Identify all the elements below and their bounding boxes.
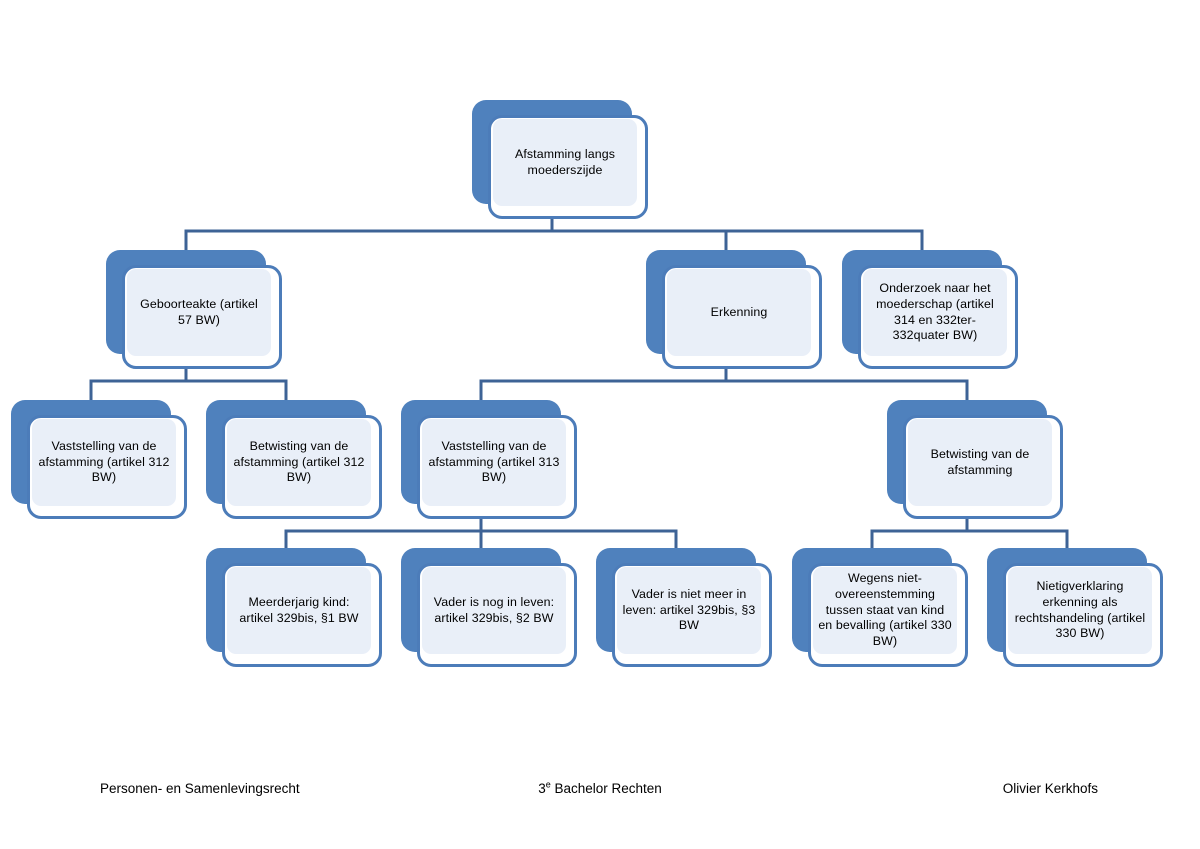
footer-program-text: Bachelor Rechten <box>550 781 662 796</box>
node-label: Nietigverklaring erkenning als rechtshan… <box>1014 578 1146 641</box>
node-label: Meerderjarig kind: artikel 329bis, §1 BW <box>239 594 359 625</box>
connector-vaststelling-313 <box>284 517 678 550</box>
footer-program-number: 3 <box>538 781 546 796</box>
node-card: Onderzoek naar het moederschap (artikel … <box>858 265 1018 369</box>
node-root: Afstamming langs moederszijde <box>472 100 648 219</box>
footer-program: 3e Bachelor Rechten <box>0 779 1200 796</box>
node-vaststelling-313: Vaststelling van de afstamming (artikel … <box>401 400 577 519</box>
footer-course-title: Personen- en Samenlevingsrecht <box>100 781 300 796</box>
footer-program-superscript: e <box>545 779 551 790</box>
node-panel: Betwisting van de afstamming (artikel 31… <box>227 419 371 506</box>
node-label: Betwisting van de afstamming (artikel 31… <box>233 438 365 485</box>
node-card: Vaststelling van de afstamming (artikel … <box>27 415 187 519</box>
node-label: Vaststelling van de afstamming (artikel … <box>38 438 170 485</box>
node-card: Betwisting van de afstamming <box>903 415 1063 519</box>
node-vaststelling-312: Vaststelling van de afstamming (artikel … <box>11 400 187 519</box>
node-panel: Nietigverklaring erkenning als rechtshan… <box>1008 567 1152 654</box>
node-nietigverklaring: Nietigverklaring erkenning als rechtshan… <box>987 548 1163 667</box>
node-panel: Erkenning <box>667 269 811 356</box>
node-card: Betwisting van de afstamming (artikel 31… <box>222 415 382 519</box>
node-label: Betwisting van de afstamming <box>930 446 1030 477</box>
connector-betwisting-afstamming <box>870 517 1069 550</box>
node-label: Onderzoek naar het moederschap (artikel … <box>876 280 994 343</box>
node-card: Vader is niet meer in leven: artikel 329… <box>612 563 772 667</box>
node-label: Erkenning <box>710 304 768 319</box>
node-geboorteakte: Geboorteakte (artikel 57 BW) <box>106 250 282 369</box>
footer-author: Olivier Kerkhofs <box>1002 781 1098 796</box>
node-card: Erkenning <box>662 265 822 369</box>
node-onderzoek: Onderzoek naar het moederschap (artikel … <box>842 250 1018 369</box>
node-panel: Wegens niet-overeenstemming tussen staat… <box>813 567 957 654</box>
node-card: Afstamming langs moederszijde <box>488 115 648 219</box>
connector-erkenning <box>479 367 969 402</box>
node-betwisting-afstamming: Betwisting van de afstamming <box>887 400 1063 519</box>
node-label: Wegens niet-overeenstemming tussen staat… <box>818 570 952 649</box>
node-label: Vaststelling van de afstamming (artikel … <box>428 438 560 485</box>
connector-geboorteakte <box>89 367 288 402</box>
node-label: Vader is niet meer in leven: artikel 329… <box>622 586 756 633</box>
node-panel: Vaststelling van de afstamming (artikel … <box>32 419 176 506</box>
node-label: Afstamming langs moederszijde <box>514 146 616 177</box>
node-card: Vader is nog in leven: artikel 329bis, §… <box>417 563 577 667</box>
node-panel: Vader is niet meer in leven: artikel 329… <box>617 567 761 654</box>
node-panel: Onderzoek naar het moederschap (artikel … <box>863 269 1007 356</box>
node-vader-niet-meer-in-leven: Vader is niet meer in leven: artikel 329… <box>596 548 772 667</box>
node-card: Geboorteakte (artikel 57 BW) <box>122 265 282 369</box>
node-card: Vaststelling van de afstamming (artikel … <box>417 415 577 519</box>
node-panel: Geboorteakte (artikel 57 BW) <box>127 269 271 356</box>
node-vader-nog-in-leven: Vader is nog in leven: artikel 329bis, §… <box>401 548 577 667</box>
node-card: Meerderjarig kind: artikel 329bis, §1 BW <box>222 563 382 667</box>
node-panel: Vaststelling van de afstamming (artikel … <box>422 419 566 506</box>
node-label: Geboorteakte (artikel 57 BW) <box>140 296 258 327</box>
node-label: Vader is nog in leven: artikel 329bis, §… <box>433 594 555 625</box>
node-betwisting-312: Betwisting van de afstamming (artikel 31… <box>206 400 382 519</box>
connector-root <box>184 217 924 252</box>
node-erkenning: Erkenning <box>646 250 822 369</box>
node-card: Nietigverklaring erkenning als rechtshan… <box>1003 563 1163 667</box>
node-panel: Vader is nog in leven: artikel 329bis, §… <box>422 567 566 654</box>
page-footer: Personen- en Samenlevingsrecht 3e Bachel… <box>0 779 1200 801</box>
node-panel: Afstamming langs moederszijde <box>493 119 637 206</box>
node-meerderjarig-kind: Meerderjarig kind: artikel 329bis, §1 BW <box>206 548 382 667</box>
node-wegens-niet-overeenstemming: Wegens niet-overeenstemming tussen staat… <box>792 548 968 667</box>
node-panel: Betwisting van de afstamming <box>908 419 1052 506</box>
node-panel: Meerderjarig kind: artikel 329bis, §1 BW <box>227 567 371 654</box>
node-card: Wegens niet-overeenstemming tussen staat… <box>808 563 968 667</box>
